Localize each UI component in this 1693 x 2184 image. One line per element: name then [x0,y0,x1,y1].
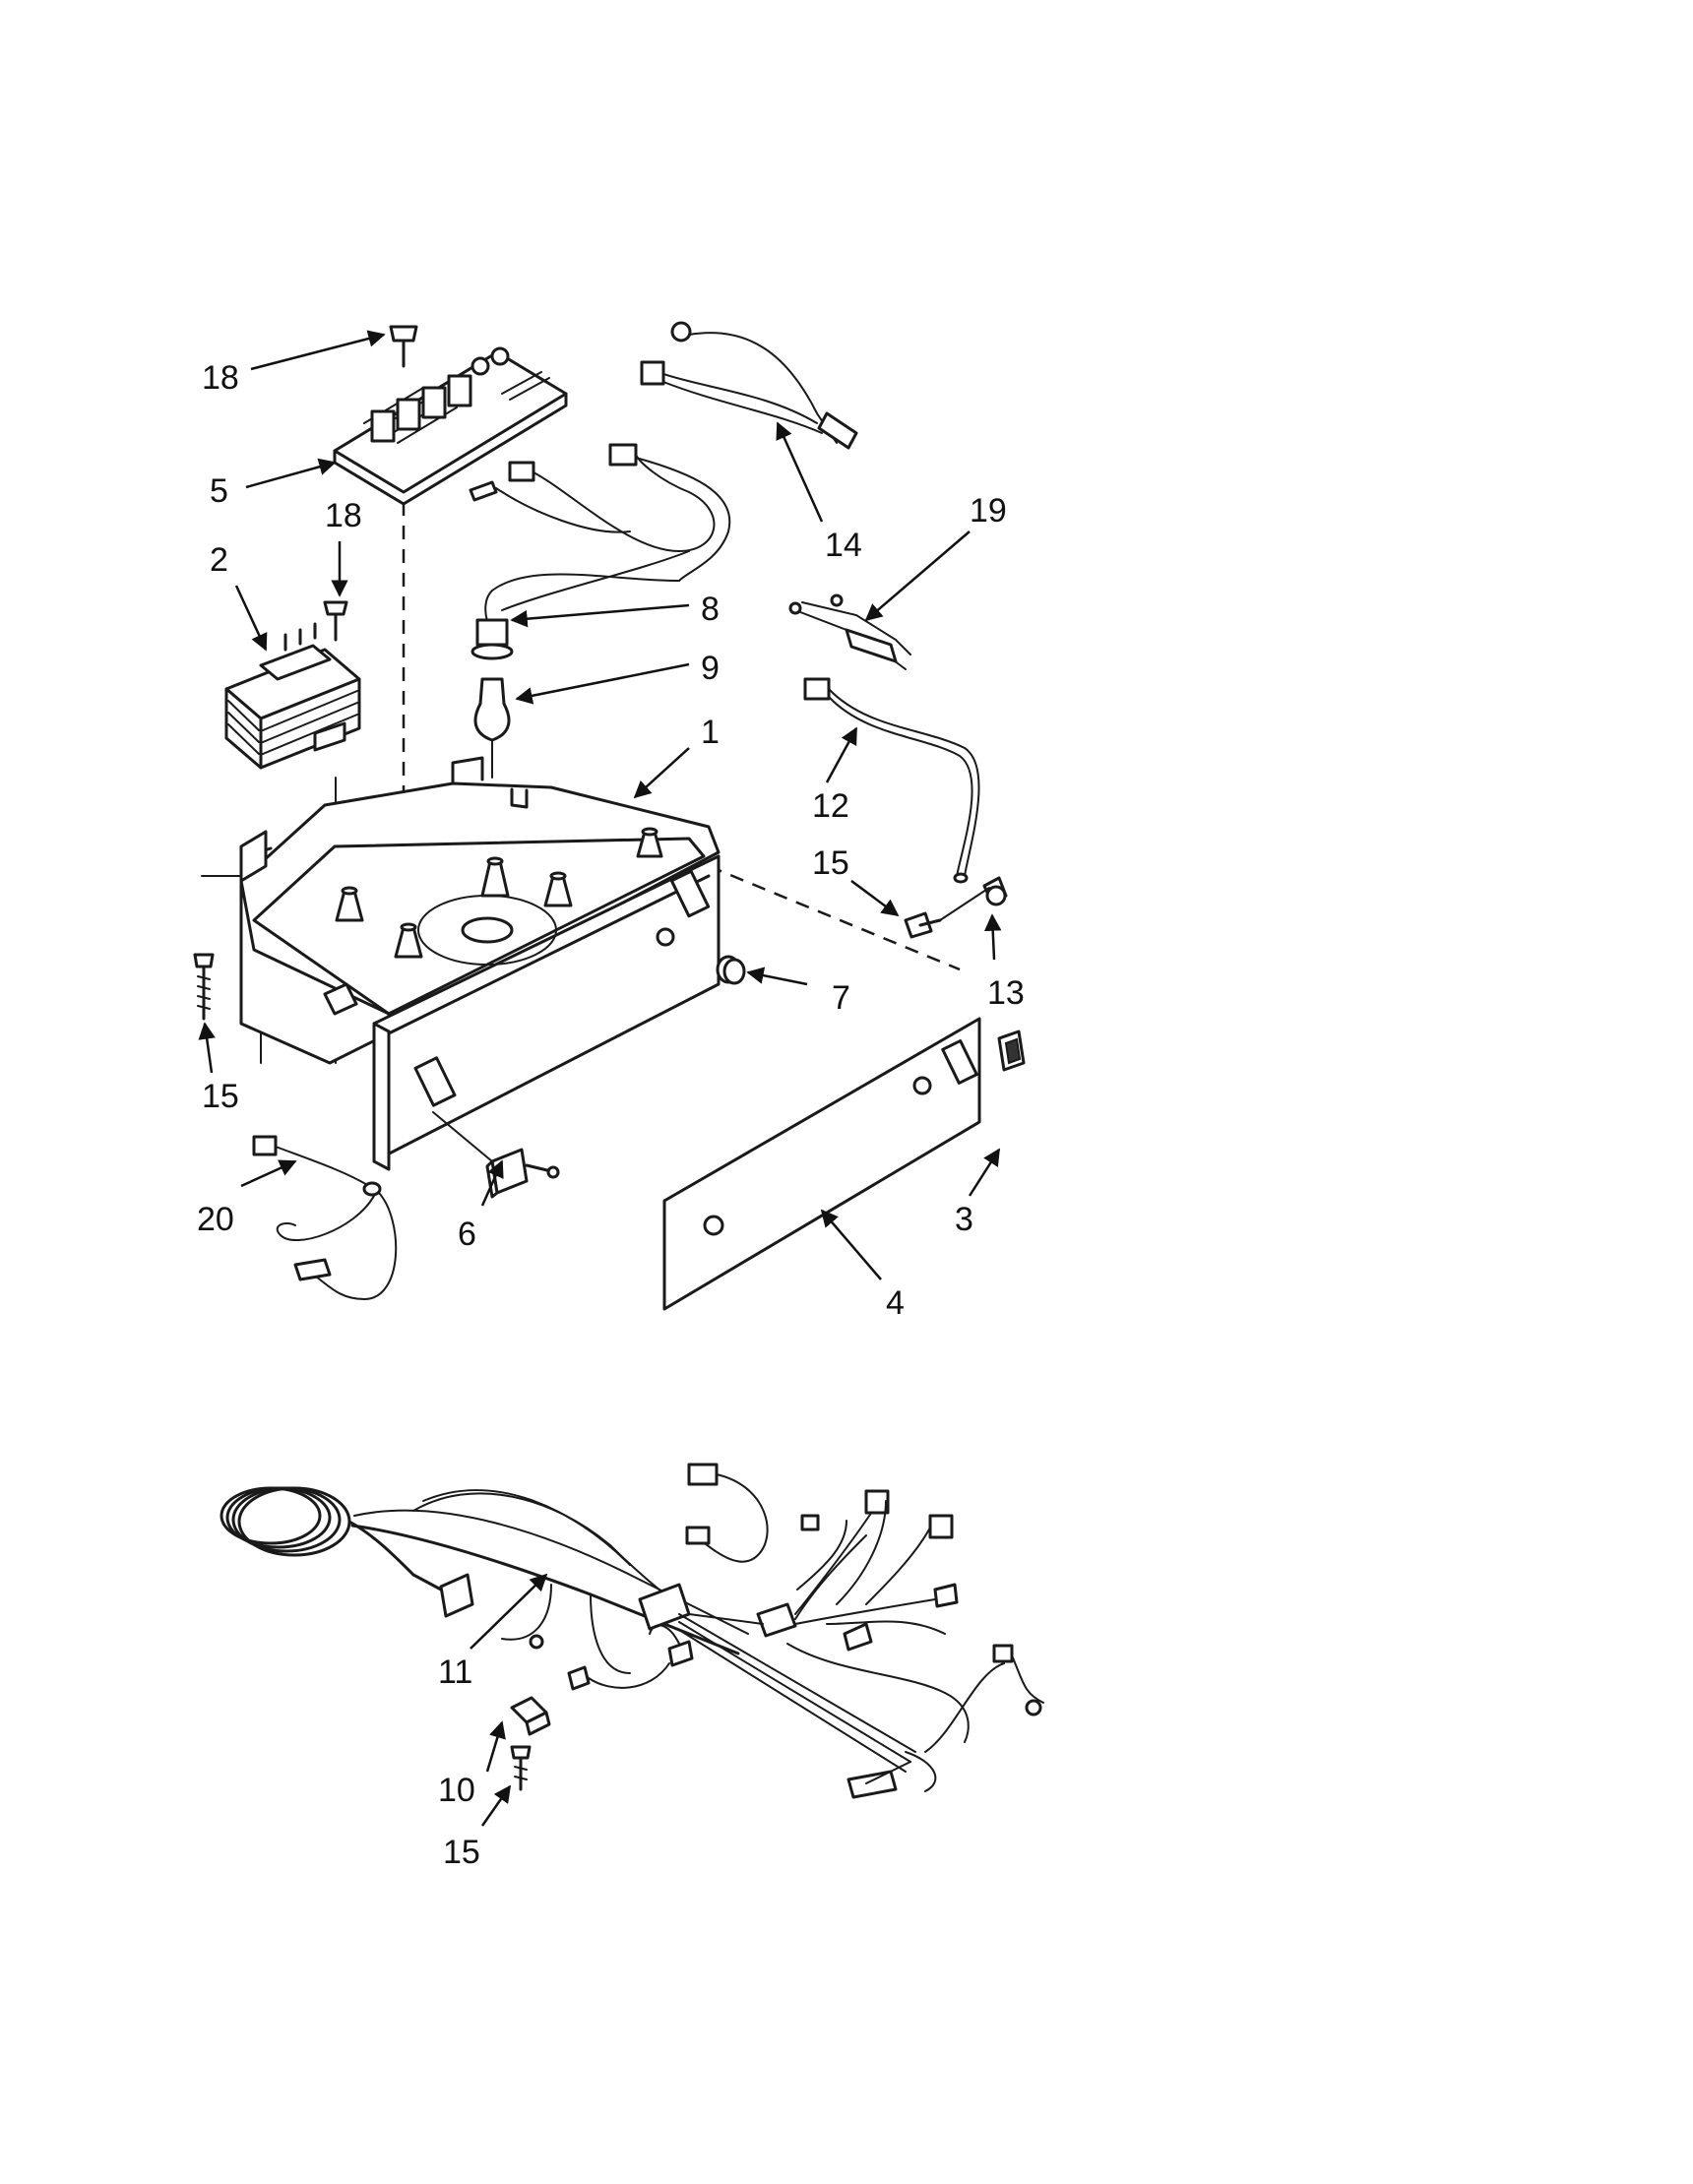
wire-harness-12 [803,677,980,884]
callout-2-transformer: 2 [210,541,228,579]
callout-5-control-board: 5 [210,472,228,510]
callout-11-main-harness: 11 [438,1654,472,1691]
grommet [716,955,746,985]
transformer [224,622,361,770]
board-screw [389,325,418,368]
thermostat-13 [904,876,1008,939]
callout-15-housing-screw: 15 [202,1078,239,1115]
callout-18-transformer-screw: 18 [325,497,362,534]
callout-leaders [198,330,1002,1827]
heater-wire-19 [788,593,911,670]
control-board [333,346,568,506]
cord-clamp [510,1696,551,1736]
wire-harness-14 [640,321,858,450]
wire-harness-20 [252,1135,398,1301]
lamp-socket [470,618,514,660]
callout-6-door-switch: 6 [458,1216,476,1253]
main-wire-harness [219,1463,1044,1799]
callout-12-harness: 12 [812,787,849,825]
clamp-screw [510,1745,532,1791]
callout-10-clamp: 10 [438,1772,475,1809]
guide-line-panel [708,864,961,971]
callout-1-housing: 1 [701,714,720,751]
callout-7-grommet: 7 [832,979,850,1017]
door-switch [432,1111,560,1199]
callout-13-thermostat: 13 [987,974,1025,1012]
callout-9-lamp-bulb: 9 [701,650,720,687]
callout-15-thermostat-screw: 15 [812,844,849,882]
callout-3-rocker-switch: 3 [955,1201,973,1238]
callout-14-harness: 14 [825,527,862,564]
callout-8-lamp-socket: 8 [701,591,720,628]
callout-labels: 18 5 18 2 14 19 8 9 1 12 15 7 13 15 20 6… [197,359,1025,1871]
housing-screw-15 [193,953,215,1021]
rocker-switch [997,1030,1026,1072]
callout-19-heater: 19 [970,492,1007,530]
callout-18-board-screw: 18 [202,359,239,397]
lamp-bulb [473,677,511,779]
cover-panel [662,1017,981,1311]
control-housing [239,756,721,1171]
lamp-socket-wiring [469,443,731,631]
callout-15-clamp-screw: 15 [443,1834,480,1871]
callout-4-cover-panel: 4 [886,1284,905,1322]
callout-20-harness: 20 [197,1201,234,1238]
transformer-screw [323,600,348,642]
